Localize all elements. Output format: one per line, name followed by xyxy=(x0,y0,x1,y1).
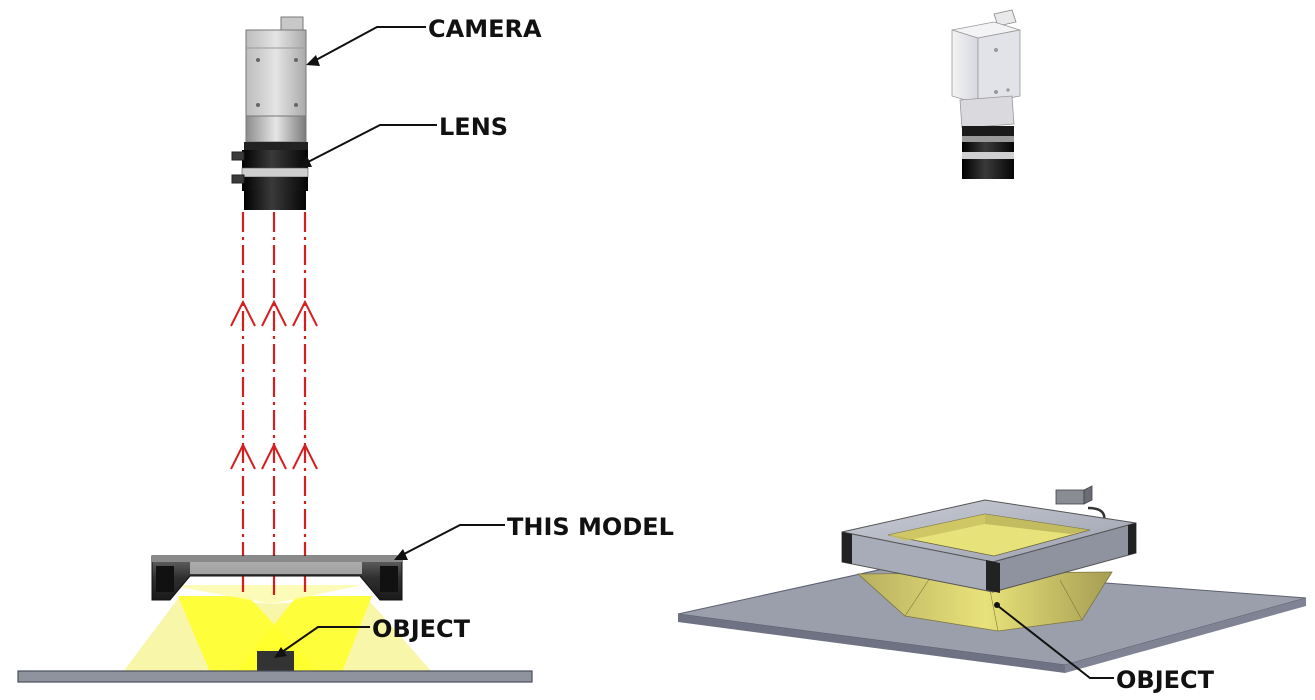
optical-rays xyxy=(241,212,307,600)
leader-arrowheads-left xyxy=(274,55,408,658)
left-side-view: CAMERA LENS THIS MODEL OBJECT xyxy=(17,15,674,683)
leader-dot-right xyxy=(994,602,1000,608)
iso-light-frame xyxy=(841,485,1137,593)
leader-line-right xyxy=(997,605,1114,679)
iso-yellow-funnel xyxy=(856,571,1113,632)
right-isometric-view: OBJECT xyxy=(677,9,1307,694)
camera-label: CAMERA xyxy=(428,15,542,43)
ray-arrowheads xyxy=(230,299,318,470)
this-model-label: THIS MODEL xyxy=(507,513,674,541)
object-block xyxy=(257,651,294,673)
object-label-right: OBJECT xyxy=(1116,666,1215,694)
iso-camera xyxy=(951,9,1021,179)
light-housing xyxy=(151,555,403,601)
base-plate xyxy=(17,670,533,683)
lens-body xyxy=(231,142,309,210)
lens-label: LENS xyxy=(439,113,508,141)
object-label-left: OBJECT xyxy=(372,615,471,643)
camera-body xyxy=(245,16,307,143)
leader-lines-left xyxy=(281,26,505,653)
